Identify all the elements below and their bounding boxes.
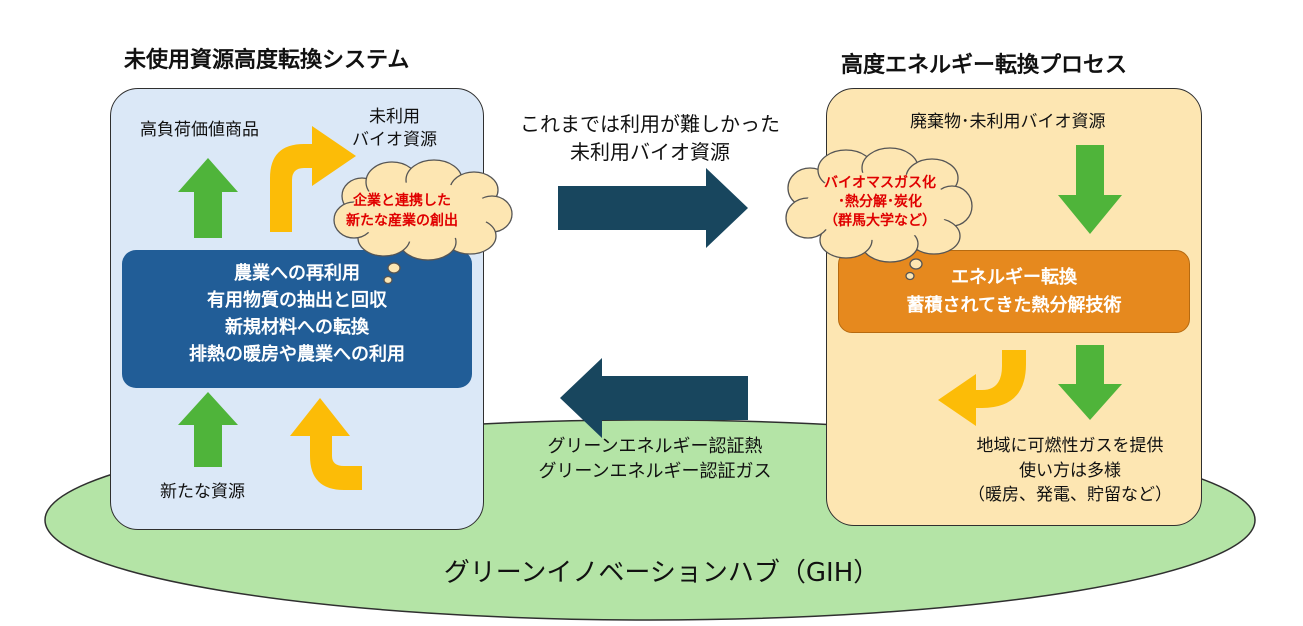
dark-right-arrow-icon [558,168,748,248]
right-cloud-line-1: バイオマスガス化 [824,175,936,191]
left-top-right-label: 未利用 バイオ資源 [352,106,437,152]
left-process-box: 農業への再利用 有用物質の抽出と回収 新規材料への転換 排熱の暖房や農業への利用 [122,250,472,388]
green-down-arrow-top-icon [1058,145,1122,234]
center-bottom-line-2: グリーンエネルギー認証ガス [538,461,772,483]
right-thought-cloud-icon [785,147,973,281]
left-top-right-line-1: 未利用 [369,107,420,127]
hub-label: グリーンイノベーションハブ（GIH） [443,558,880,588]
center-top-line-1: これまでは利用が難しかった [520,112,780,136]
left-cloud-line-2: 新たな産業の創出 [346,212,458,229]
yellow-curve-arrow-bottom-icon [290,398,362,490]
right-bottom-line-1: 地域に可燃性ガスを提供 [976,436,1164,456]
left-thought-cloud-icon [333,159,513,285]
left-top-left-label: 高負荷価値商品 [140,120,259,140]
left-box-line-4: 排熱の暖房や農業への利用 [189,344,405,365]
right-cloud-line-2: ･熱分解･炭化 [838,193,922,210]
green-down-arrow-bottom-icon [1058,345,1122,420]
left-top-right-line-2: バイオ資源 [352,129,437,150]
yellow-curve-arrow-right-icon [938,350,1026,426]
center-top-text: これまでは利用が難しかった 未利用バイオ資源 [490,110,810,166]
right-box-line-1: エネルギー転換 [951,267,1077,288]
right-box-line-2: 蓄積されてきた熱分解技術 [906,295,1122,316]
left-box-line-3: 新規材料への転換 [225,317,369,338]
green-up-arrow-top-icon [178,158,238,238]
right-bottom-line-3: （暖房、発電、貯留など） [968,485,1172,506]
center-bottom-text: グリーンエネルギー認証熱 グリーンエネルギー認証ガス [495,434,815,484]
right-cloud-text: バイオマスガス化 ･熱分解･炭化 （群馬大学など） [805,174,955,231]
left-cloud-line-1: 企業と連携した [353,193,451,209]
left-bottom-label: 新たな資源 [160,482,245,502]
yellow-curve-arrow-top-icon [270,126,356,232]
green-up-arrow-bottom-icon [178,392,238,467]
right-bottom-line-2: 使い方は多様 [1019,460,1121,481]
left-title: 未使用資源高度転換システム [124,48,410,73]
center-bottom-line-1: グリーンエネルギー認証熱 [547,436,763,457]
right-process-box: エネルギー転換 蓄積されてきた熱分解技術 [838,250,1190,333]
right-title: 高度エネルギー転換プロセス [841,53,1128,78]
right-bottom-text: 地域に可燃性ガスを提供 使い方は多様 （暖房、発電、貯留など） [940,434,1200,508]
center-top-line-2: 未利用バイオ資源 [570,140,730,164]
right-top-label: 廃棄物･未利用バイオ資源 [910,112,1106,132]
dark-left-arrow-icon [560,358,748,438]
left-cloud-text: 企業と連携した 新たな産業の創出 [346,192,458,231]
left-box-line-1: 農業への再利用 [234,263,360,284]
right-cloud-line-3: （群馬大学など） [824,212,936,229]
left-box-line-2: 有用物質の抽出と回収 [207,290,387,311]
